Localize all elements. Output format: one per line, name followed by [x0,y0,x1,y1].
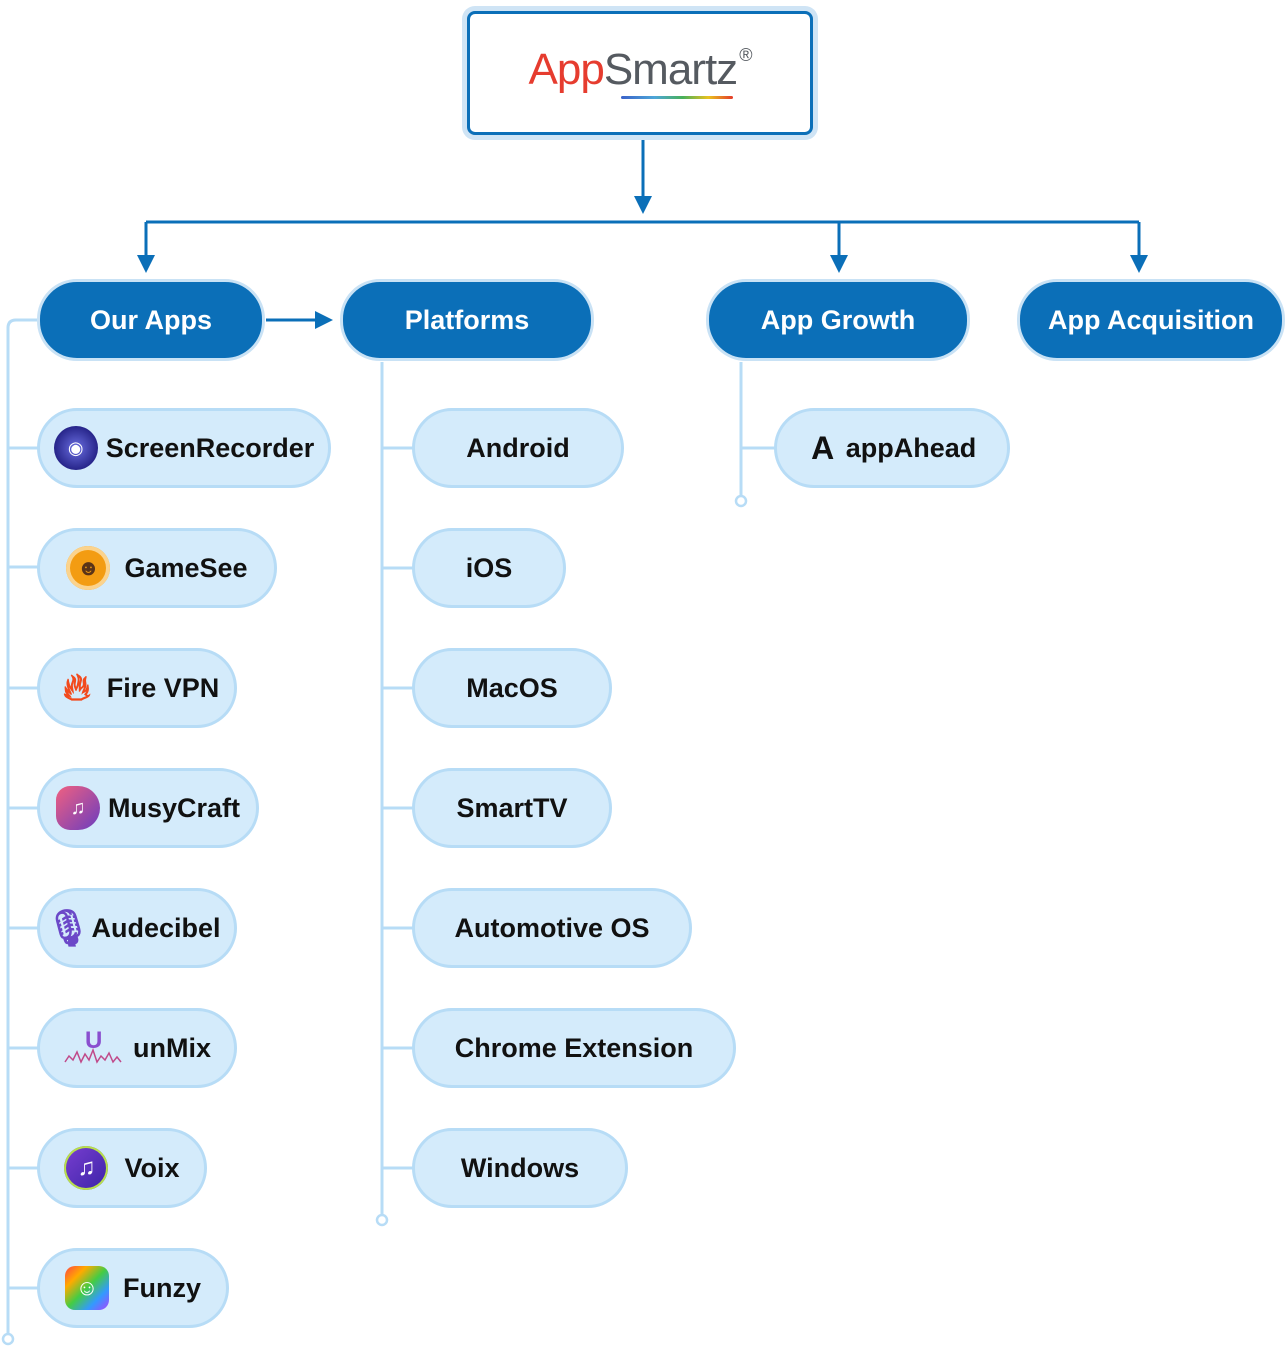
app-item-musycraft: ♫ MusyCraft [37,768,259,848]
app-item-gamesee: ☻ GameSee [37,528,277,608]
platform-item-label: Chrome Extension [454,1032,694,1063]
category-label: Platforms [404,304,530,335]
voix-music-icon: ♫ [64,1146,109,1190]
svg-text:U: U [85,1027,102,1054]
platform-item-macos: MacOS [412,648,612,728]
logo-registered-mark: ® [739,45,752,65]
platform-item-label: MacOS [466,672,558,703]
appsmartz-root-node: AppSmartz® [467,11,813,135]
app-item-label: unMix [133,1032,211,1063]
category-our-apps: Our Apps [37,279,265,361]
funzy-icon: ☺ [65,1266,109,1310]
platform-item-label: Windows [460,1152,580,1183]
platform-item-ios: iOS [412,528,566,608]
app-item-label: Voix [124,1152,180,1183]
platform-item-windows: Windows [412,1128,628,1208]
app-item-label: GameSee [124,552,248,583]
category-platforms: Platforms [340,279,594,361]
platform-item-android: Android [412,408,624,488]
app-item-screenrecorder: ◉ ScreenRecorder [37,408,331,488]
app-item-unmix: U unMix [37,1008,237,1088]
platform-item-label: Android [466,432,570,463]
platform-item-label: SmartTV [456,792,568,823]
app-item-label: Funzy [123,1272,201,1303]
app-item-label: Audecibel [91,912,221,943]
app-item-voix: ♫ Voix [37,1128,207,1208]
appahead-icon: A [811,429,835,466]
category-label: App Acquisition [1048,304,1254,335]
logo-smartz-text: Smartz [603,45,738,94]
app-item-audecibel: 🎙︎ Audecibel [37,888,237,968]
category-app-acquisition: App Acquisition [1017,279,1285,361]
unmix-icon: U [63,1026,125,1070]
gamesee-icon: ☻ [66,546,111,590]
logo-app-text: App [528,45,605,94]
our-apps-branch-end [1,1332,15,1346]
app-item-funzy: ☺ Funzy [37,1248,229,1328]
growth-item-appahead: A appAhead [774,408,1010,488]
platform-item-automotive-os: Automotive OS [412,888,692,968]
platform-item-label: Automotive OS [454,912,650,943]
unmix-waveform: U [64,1027,122,1064]
appsmartz-logo: AppSmartz® [529,45,752,101]
category-app-growth: App Growth [706,279,970,361]
music-note-icon: ♫ [55,786,100,830]
logo-swoosh [620,96,734,99]
category-label: Our Apps [89,304,212,335]
app-item-label: Fire VPN [106,672,220,703]
growth-item-label: appAhead [845,432,977,463]
our-apps-branch [6,318,40,1334]
screen-recorder-icon: ◉ [53,426,98,470]
platform-item-smarttv: SmartTV [412,768,612,848]
app-item-label: MusyCraft [107,792,241,823]
platform-item-label: iOS [465,552,513,583]
app-growth-branch-end [734,494,748,508]
platform-item-chrome-extension: Chrome Extension [412,1008,736,1088]
app-item-label: ScreenRecorder [105,432,315,463]
microphone-icon: 🎙︎ [45,907,92,948]
platforms-branch-end [375,1213,389,1227]
category-label: App Growth [760,304,916,335]
fire-icon: 🔥︎ [62,666,91,709]
app-item-fire-vpn: 🔥︎ Fire VPN [37,648,237,728]
